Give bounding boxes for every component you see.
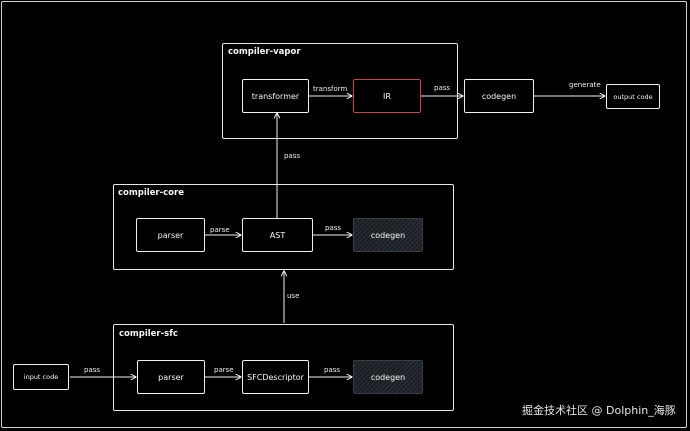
group-label-compiler-core: compiler-core: [118, 188, 184, 198]
edge-label-generate: generate: [569, 81, 601, 89]
edge-label-pass-sfc-codegen: pass: [324, 366, 341, 374]
node-sfc-parser: parser: [137, 360, 205, 394]
group-compiler-core: [113, 184, 454, 270]
edge-label-parse-sfc: parse: [214, 366, 234, 374]
group-compiler-vapor: [222, 43, 458, 139]
edge-label-pass-input: pass: [84, 366, 101, 374]
node-core-codegen: codegen: [353, 218, 423, 252]
watermark: 掘金技术社区 @ Dolphin_海豚: [522, 404, 676, 417]
group-label-compiler-sfc: compiler-sfc: [119, 329, 178, 339]
edge-label-pass-ir: pass: [434, 84, 451, 92]
node-core-parser: parser: [136, 218, 205, 252]
group-label-compiler-vapor: compiler-vapor: [228, 47, 301, 57]
edge-label-pass-ast-codegen: pass: [325, 224, 342, 232]
node-sfc-descriptor: SFCDescriptor: [242, 360, 309, 394]
node-input-code: input code: [13, 364, 69, 390]
node-vapor-codegen: codegen: [464, 79, 534, 113]
node-transformer: transformer: [242, 79, 309, 113]
edge-label-pass-ast-transformer: pass: [284, 152, 301, 160]
group-compiler-sfc: [113, 324, 454, 411]
node-sfc-codegen: codegen: [353, 360, 423, 394]
node-output-code: output code: [606, 84, 660, 109]
edge-label-parse-core: parse: [210, 226, 230, 234]
node-ast: AST: [242, 218, 313, 252]
edge-label-use: use: [287, 292, 300, 300]
node-ir: IR: [353, 79, 421, 113]
edge-label-transform: transform: [313, 85, 348, 93]
